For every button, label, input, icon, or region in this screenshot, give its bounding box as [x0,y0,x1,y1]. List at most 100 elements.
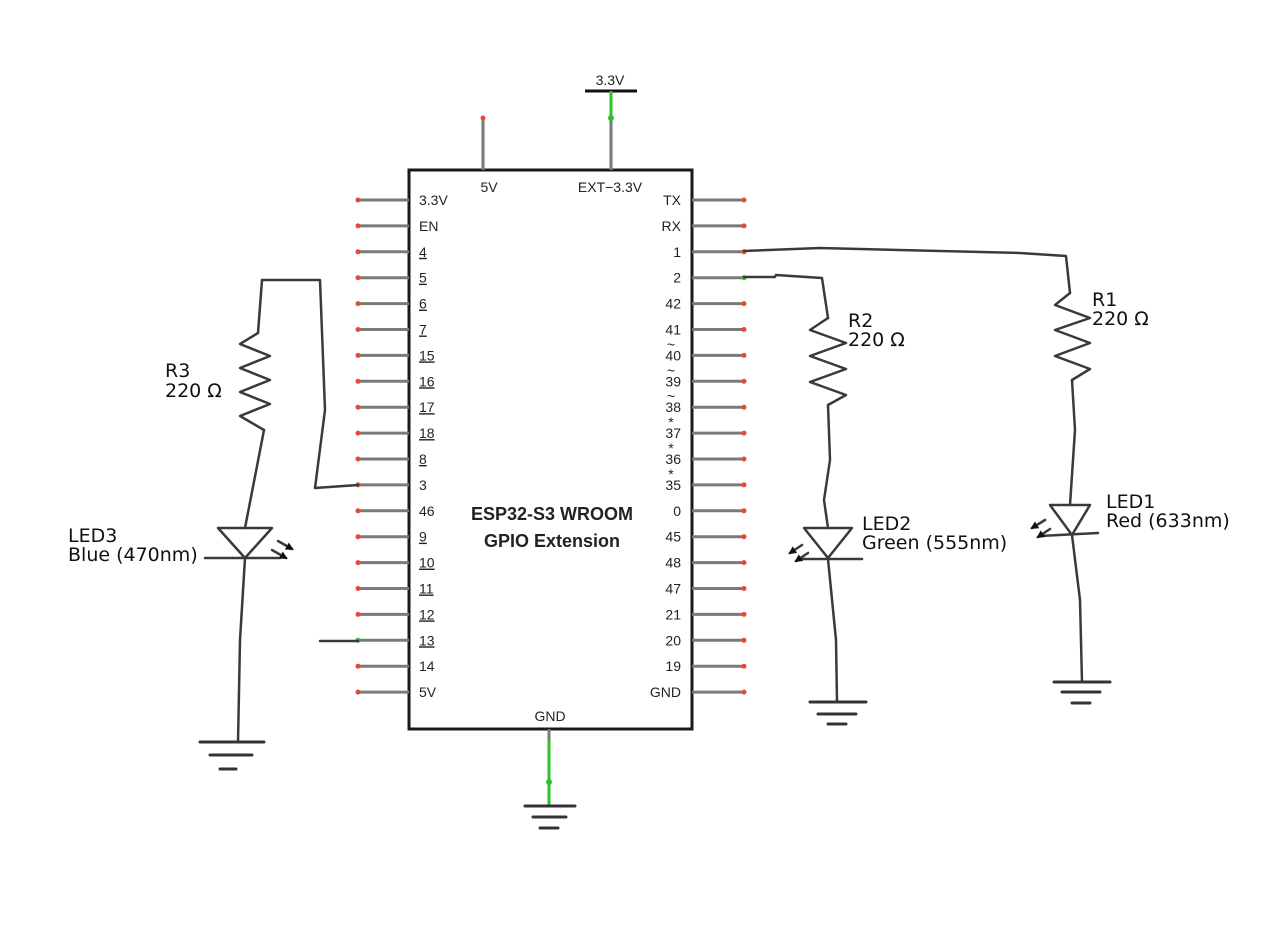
pin-right-19-label: 19 [665,658,681,674]
r2-wire-to-pin2 [742,273,830,320]
r2-resistor[interactable] [808,316,848,407]
r2-value: 220 Ω [848,329,905,351]
led1-diode[interactable] [1048,503,1092,537]
led2-arrow-2 [794,551,810,563]
pin-left-5v-label: 5V [419,684,437,700]
pin-right-1-label: 1 [673,244,681,260]
chip-body [407,168,694,731]
pin-right-0-terminal[interactable] [741,508,747,514]
chip-title-line2: GPIO Extension [484,531,620,551]
pin-right-45-label: 45 [665,529,681,545]
pin-right-40-terminal[interactable] [741,352,747,358]
pin-right-40-label: 40 [665,347,681,363]
led2-desc: Green (555nm) [862,532,1007,554]
pin-right-20-terminal[interactable] [741,637,747,643]
pin-left-16-terminal[interactable] [355,378,361,384]
pin-right-38-mark: ~ [667,388,675,404]
pin-left-13-label: 13 [419,632,435,648]
led3-diode[interactable] [216,526,274,560]
r1-value: 220 Ω [1092,308,1149,330]
pin-right-41-terminal[interactable] [741,327,747,332]
r3-wire-to-pin3 [256,278,360,490]
pin-left-15-label: 15 [419,347,435,363]
pin-left-11-terminal[interactable] [355,586,361,591]
pin-left-6-terminal[interactable] [355,301,361,307]
led3-desc: Blue (470nm) [68,544,198,566]
pin-right-39-terminal[interactable] [741,378,747,384]
led1-name: LED1 [1106,491,1155,513]
pin-left-10-terminal[interactable] [355,560,361,566]
r1-resistor[interactable] [1053,291,1092,382]
pin-right-gnd-label: GND [650,684,681,700]
pin-right-45-terminal[interactable] [741,534,747,540]
pin-right-36-terminal[interactable] [741,456,747,462]
pin-left-33v-label: 3.3V [419,192,448,208]
pin-right-38-terminal[interactable] [741,404,747,410]
pin-left-46-terminal[interactable] [355,508,361,514]
r3-wire-to-led3 [243,428,266,530]
chip-ground-terminal[interactable] [546,779,552,785]
pin-left-7-terminal[interactable] [355,327,361,332]
led2-arrow-1 [788,543,804,555]
pin-right-19-terminal[interactable] [741,663,747,669]
pin-right-gnd-terminal[interactable] [741,689,747,695]
pin-left-8-terminal[interactable] [355,456,361,462]
pin-left-14-terminal[interactable] [355,663,361,669]
pin-left-8-label: 8 [419,451,427,467]
r3-resistor[interactable] [238,331,272,432]
pin-right-21-terminal[interactable] [741,611,747,617]
pin-right-tx-label: TX [663,192,682,208]
supply-label: 3.3V [596,72,625,88]
led1-wire-to-ground [1070,533,1084,684]
led2-diode[interactable] [802,526,854,560]
r2-led2-branch: R2 220 Ω LED2 Green (555nm) [742,273,1007,726]
pin-left-17-terminal[interactable] [355,404,361,410]
pin-left-5-terminal[interactable] [355,275,361,281]
pin-right-35-label: 35 [665,477,681,493]
pin-left-18-terminal[interactable] [355,430,361,436]
chip-ground [523,740,577,830]
pin-right-37-mark: * [668,414,674,430]
led3-arrow-2 [270,548,288,560]
r1-name: R1 [1092,289,1117,311]
pin-right-35-terminal[interactable] [741,482,747,488]
right-pin-column: TXRX12424140~39~38~37*36*35*045484721201… [650,192,747,700]
pin-left-14-label: 14 [419,658,435,674]
pin-left-33v-terminal[interactable] [355,197,361,203]
pin-left-9-terminal[interactable] [355,534,361,540]
pin-right-47-terminal[interactable] [741,586,747,591]
pin-left-6-label: 6 [419,296,427,312]
pin-right-48-terminal[interactable] [741,560,747,566]
pin-right-37-terminal[interactable] [741,430,747,436]
supply-3v3: 3.3V [585,72,637,121]
pin-5v-top-terminal[interactable] [480,115,486,121]
r2-name: R2 [848,310,873,332]
led3-wire-to-ground [236,556,247,744]
r3-value: 220 Ω [165,380,222,402]
r2-wire-to-led2 [822,403,832,530]
pin-left-12-label: 12 [419,606,435,622]
pin-left-4-terminal[interactable] [355,249,361,255]
pin-left-en-terminal[interactable] [355,223,361,229]
pin-right-37-label: 37 [665,425,681,441]
pin-left-9-label: 9 [419,529,427,545]
pin-right-tx-terminal[interactable] [741,197,747,203]
pin-5v-top-label: 5V [480,179,498,195]
pin-right-42-terminal[interactable] [741,301,747,307]
pin-left-5v-terminal[interactable] [355,689,361,695]
pin-right-20-label: 20 [665,632,681,648]
led3-name: LED3 [68,525,117,547]
led2-name: LED2 [862,513,911,535]
led3-arrow-1 [276,539,294,551]
led1-cathode-bar [1038,531,1100,538]
pin-right-rx-terminal[interactable] [741,223,747,229]
pin-right-2-label: 2 [673,270,681,286]
pin-left-15-terminal[interactable] [355,352,361,358]
pin-left-17-label: 17 [419,399,435,415]
pin-right-41-label: 41 [665,322,681,338]
pin-left-12-terminal[interactable] [355,611,361,617]
pin-right-48-label: 48 [665,555,681,571]
pin-left-10-label: 10 [419,555,435,571]
supply-terminal[interactable] [608,115,614,121]
pin-gnd-bottom-label: GND [534,708,565,724]
